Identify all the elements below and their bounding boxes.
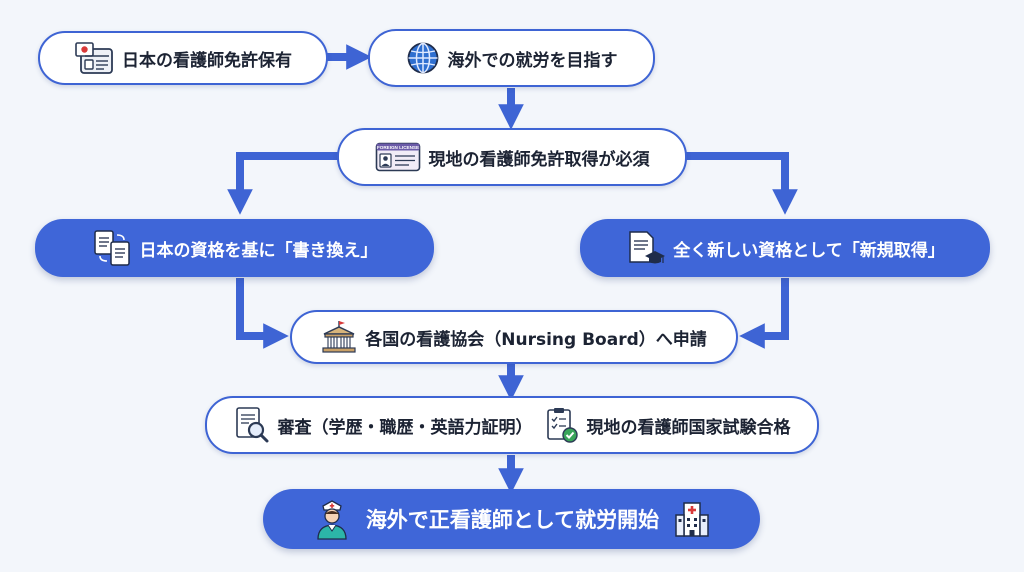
government-building-icon [321, 320, 357, 354]
arrow-required-to-new [686, 152, 798, 215]
globe-icon [406, 41, 440, 75]
node-license-holder: 日本の看護師免許保有 [38, 31, 328, 85]
arrow-new-to-board [739, 278, 789, 349]
node-label: 海外での就労を目指す [447, 50, 618, 71]
exam-label: 現地の看護師国家試験合格 [586, 417, 791, 438]
nurse-icon [312, 497, 352, 541]
nursing-license-card-icon [74, 41, 114, 75]
document-conversion-icon [92, 229, 132, 267]
node-apply-board: 各国の看護協会（Nursing Board）へ申請 [290, 310, 738, 364]
card-caption: FOREIGN LICENSE [376, 145, 418, 150]
node-label: 海外で正看護師として就労開始 [365, 508, 660, 532]
diploma-graduation-cap-icon [625, 229, 666, 267]
foreign-license-card-icon: FOREIGN LICENSE [375, 142, 421, 172]
review-label: 審査（学歴・職歴・英語力証明） [277, 417, 533, 438]
node-aim-overseas: 海外での就労を目指す [368, 29, 655, 87]
node-review-and-exam: 審査（学歴・職歴・英語力証明） 現地の看護師国家試験合格 [205, 396, 819, 454]
node-local-license-required: FOREIGN LICENSE 現地の看護師免許取得が必須 [337, 128, 687, 186]
arrow-rewrite-to-board [236, 278, 289, 349]
node-label: 全く新しい資格として「新規取得」 [673, 240, 945, 261]
node-label: 各国の看護協会（Nursing Board）へ申請 [365, 329, 707, 350]
node-label: 現地の看護師免許取得が必須 [428, 149, 650, 170]
node-label: 日本の資格を基に「書き換え」 [139, 240, 378, 261]
document-magnifier-icon [234, 406, 270, 444]
hospital-icon [673, 500, 711, 538]
node-new-acquisition: 全く新しい資格として「新規取得」 [580, 219, 990, 277]
arrow-required-to-rewrite [227, 152, 348, 215]
node-label: 日本の看護師免許保有 [122, 50, 292, 71]
node-rewrite: 日本の資格を基に「書き換え」 [35, 219, 434, 277]
checklist-icon [545, 406, 579, 444]
node-start-working: 海外で正看護師として就労開始 [263, 489, 760, 549]
